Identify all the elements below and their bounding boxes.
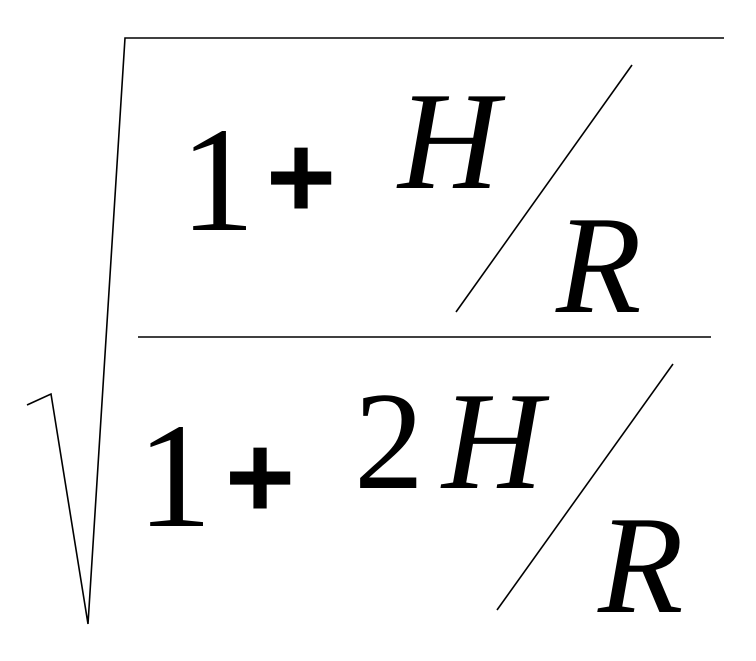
numerator-r: R bbox=[555, 188, 642, 343]
denominator-coefficient: 2 bbox=[354, 364, 424, 519]
denominator-h: H bbox=[440, 364, 550, 519]
denominator-one: 1 bbox=[137, 393, 212, 559]
denominator-slash bbox=[496, 363, 674, 611]
denominator-plus: + bbox=[225, 410, 295, 544]
numerator-plus: + bbox=[266, 110, 336, 244]
radical-sign bbox=[26, 37, 724, 625]
denominator-r: R bbox=[597, 488, 684, 643]
numerator-one: 1 bbox=[180, 97, 255, 263]
numerator-slash bbox=[455, 64, 633, 313]
numerator-h: H bbox=[396, 64, 506, 219]
